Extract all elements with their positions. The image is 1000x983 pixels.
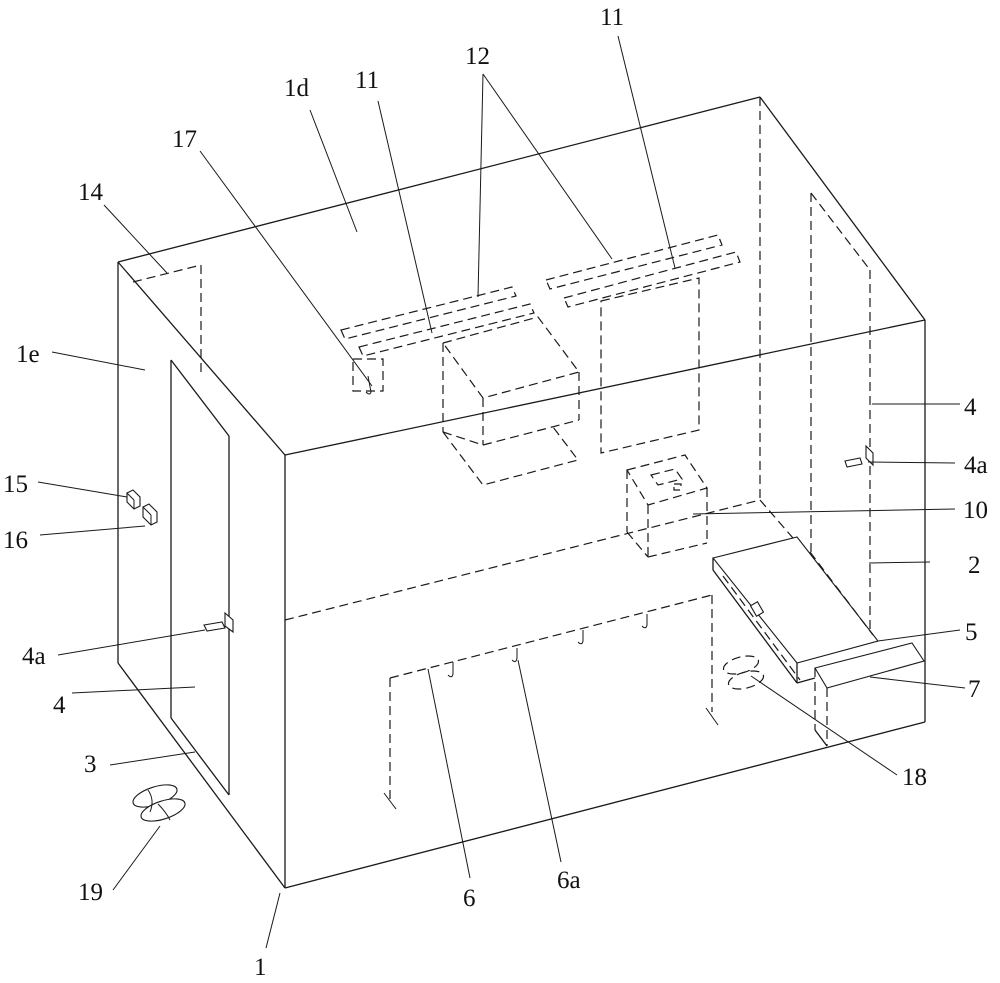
appliance-10 [626,454,708,558]
top-left-edge [117,261,286,456]
label-6: 6 [463,885,476,912]
step-7 [814,642,925,747]
label-19: 19 [78,879,103,906]
hook [447,662,454,678]
label-4-right: 4 [964,394,977,421]
top-back-edge [117,96,761,263]
reference-labels: 1 1d 1e 2 3 4 4 4a 4a 5 6 6a 7 10 11 11 … [3,4,988,981]
label-14: 14 [78,179,104,206]
label-2: 2 [968,552,981,579]
hook [511,648,518,663]
switch-15 [126,489,141,510]
label-1e: 1e [16,341,40,368]
label-4a-right: 4a [964,452,988,479]
slippers-19 [132,784,186,822]
top-right-edge [759,96,926,321]
bottom-front-edge [284,721,926,889]
enclosure-outline [117,96,926,889]
label-4-left: 4 [53,692,66,719]
door-handle-left [203,611,234,634]
label-3: 3 [84,751,97,778]
label-11-left: 11 [355,67,379,94]
right-door [810,192,871,630]
label-1d: 1d [284,75,310,102]
label-4a-left: 4a [22,643,46,670]
slippers-18 [722,655,765,690]
leader-lines [37,35,966,949]
ceiling-hook-17 [352,358,384,395]
bottom-left-edge [117,662,286,889]
label-5: 5 [965,619,978,646]
label-16: 16 [3,527,28,554]
hidden-floor-edge [284,499,761,621]
label-10: 10 [963,497,988,524]
left-window-14 [132,264,202,375]
hook [641,614,648,629]
door-handle-right [844,444,874,468]
hooks-6a [447,614,648,678]
switch-16 [142,503,158,526]
label-18: 18 [902,764,927,791]
ceiling-box [442,316,581,486]
label-11-right: 11 [600,4,624,31]
hook [577,630,584,645]
light-tubes-right [545,234,741,308]
label-12: 12 [465,43,490,70]
label-17: 17 [172,126,197,153]
label-15: 15 [3,471,28,498]
label-6a: 6a [557,867,581,894]
label-7: 7 [968,676,981,703]
light-tubes-left [340,286,535,357]
top-front-edge [284,319,926,456]
left-door [170,359,230,796]
hook-rail-6 [383,594,719,810]
label-1: 1 [254,954,267,981]
wall-panel [600,277,700,454]
